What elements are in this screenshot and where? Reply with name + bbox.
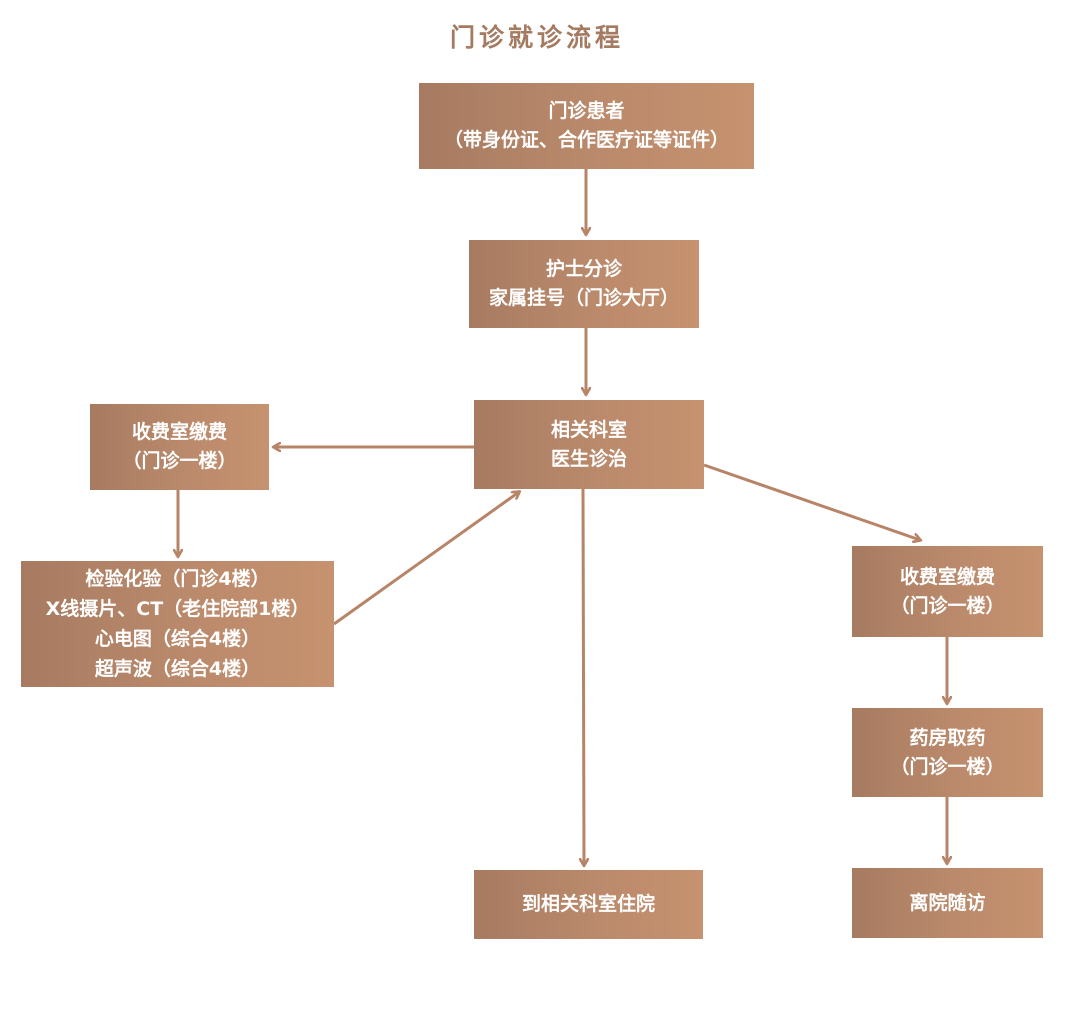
arrow-department-to-admission — [583, 488, 584, 865]
node-payment-left: 收费室缴费 （门诊一楼） — [90, 404, 269, 490]
arrow-exams-to-department — [333, 492, 519, 626]
node-exams-line-1: 检验化验（门诊4楼） — [85, 568, 270, 590]
node-triage-line-1: 护士分诊 — [545, 258, 622, 280]
diagram-title: 门诊就诊流程 — [449, 23, 624, 52]
node-exams-line-3: 心电图（综合4楼） — [94, 628, 261, 650]
node-payment-left-line-2: （门诊一楼） — [122, 450, 237, 472]
node-exams: 检验化验（门诊4楼） X线摄片、CT（老住院部1楼） 心电图（综合4楼） 超声波… — [21, 561, 334, 687]
node-admission-line-1: 到相关科室住院 — [521, 893, 655, 915]
node-payment-left-line-1: 收费室缴费 — [131, 421, 227, 443]
node-department-line-2: 医生诊治 — [550, 447, 627, 470]
node-payment-right-line-1: 收费室缴费 — [899, 565, 995, 588]
node-pharmacy-line-2: （门诊一楼） — [890, 755, 1005, 778]
node-pharmacy: 药房取药 （门诊一楼） — [852, 708, 1043, 797]
node-discharge: 离院随访 — [852, 868, 1043, 938]
node-pharmacy-line-1: 药房取药 — [909, 726, 986, 749]
node-exams-line-4: 超声波（综合4楼） — [94, 658, 261, 680]
node-payment-right: 收费室缴费 （门诊一楼） — [852, 546, 1043, 637]
node-department-line-1: 相关科室 — [550, 418, 627, 441]
node-triage: 护士分诊 家属挂号（门诊大厅） — [469, 240, 699, 328]
node-exams-line-2: X线摄片、CT（老住院部1楼） — [45, 598, 310, 620]
node-payment-right-line-2: （门诊一楼） — [890, 594, 1005, 617]
arrow-department-to-payment-right — [703, 463, 920, 540]
node-triage-line-2: 家属挂号（门诊大厅） — [488, 287, 679, 309]
node-outpatient-line-2: （带身份证、合作医疗证等证件） — [443, 129, 729, 151]
node-outpatient-line-1: 门诊患者 — [548, 100, 625, 122]
node-admission: 到相关科室住院 — [474, 870, 703, 939]
node-outpatient: 门诊患者 （带身份证、合作医疗证等证件） — [419, 83, 754, 169]
node-department: 相关科室 医生诊治 — [474, 400, 704, 489]
node-discharge-line-1: 离院随访 — [909, 891, 986, 914]
